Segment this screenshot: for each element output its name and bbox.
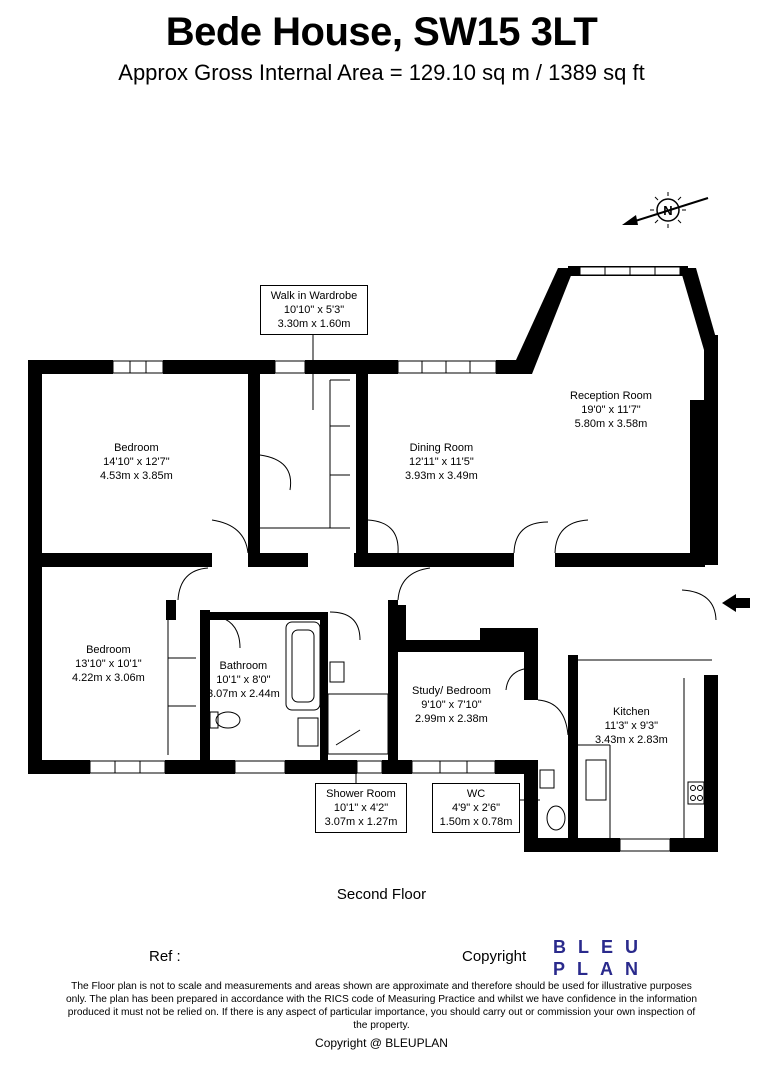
compass-label: N	[663, 203, 672, 218]
area-subtitle: Approx Gross Internal Area = 129.10 sq m…	[118, 60, 645, 85]
fixtures	[167, 332, 717, 838]
copyright-label: Copyright	[462, 948, 527, 965]
floor-label: Second Floor	[336, 886, 427, 903]
ref-label: Ref :	[149, 948, 181, 965]
logo-line-2: PLAN	[553, 959, 650, 979]
logo-line-1: BLEU	[553, 937, 650, 957]
windows	[89, 266, 681, 852]
disclaimer-text: The Floor plan is not to scale and measu…	[65, 981, 698, 1031]
compass-icon: N	[622, 192, 709, 228]
copyright-line: Copyright @ BLEUPLAN	[315, 1036, 448, 1050]
bleuplan-logo: BLEU PLAN	[553, 936, 650, 980]
plan-title: Bede House, SW15 3LT	[165, 10, 598, 54]
walls	[28, 266, 718, 852]
entrance-arrow-icon	[722, 594, 750, 612]
